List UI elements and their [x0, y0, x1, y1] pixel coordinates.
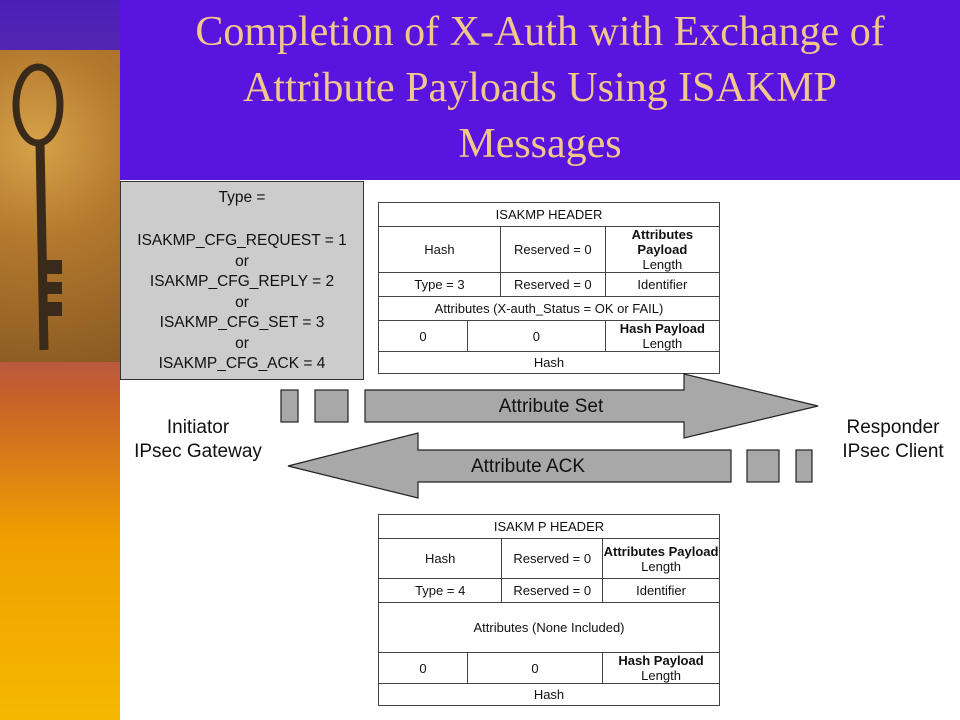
packet-cell: 0 [467, 320, 606, 352]
type-line: Type = [218, 189, 266, 206]
type-line: ISAKMP_CFG_REPLY = 2 [149, 273, 335, 290]
bold-label: Attributes Payload [603, 543, 719, 559]
packet-cell: Reserved = 0 [499, 226, 606, 273]
packet-block [746, 449, 780, 483]
initiator-line-2: IPsec Gateway [134, 441, 262, 462]
type-values-box: Type = ISAKMP_CFG_REQUEST = 1 or ISAKMP_… [120, 181, 364, 380]
packet-cell: Reserved = 0 [501, 578, 604, 603]
packet-block [314, 389, 349, 423]
packet-cell: Hash [377, 538, 503, 579]
packet-cell: Attributes (None Included) [378, 602, 720, 653]
type-line: or [235, 294, 249, 311]
initiator-line-1: Initiator [166, 417, 230, 438]
type-line: ISAKMP_CFG_REQUEST = 1 [137, 232, 347, 249]
packet-block [280, 389, 299, 423]
packet-cell: Identifier [604, 272, 721, 297]
attribute-set-label: Attribute Set [498, 396, 604, 417]
cell-text: Length [641, 558, 681, 574]
packet-block [795, 449, 813, 483]
type-line: or [235, 335, 249, 352]
packet-cell: Hash [378, 226, 501, 273]
packet-cell: 0 [466, 652, 604, 684]
key-icon [12, 63, 64, 351]
packet-header: ISAKM P HEADER [378, 514, 720, 539]
packet-cell: Reserved = 0 [501, 538, 604, 579]
responder-line-1: Responder [846, 417, 940, 438]
bold-label: Hash Payload [619, 321, 705, 336]
packet-cell: Type = 4 [377, 578, 503, 603]
packet-cell: Reserved = 0 [499, 272, 606, 297]
initiator-label: Initiator IPsec Gateway [118, 416, 278, 464]
bold-label: Attributes Payload [631, 227, 694, 257]
packet-cell: Identifier [602, 578, 720, 603]
packet-cell: 0 [378, 320, 468, 352]
title-line-2: Attribute Payloads Using ISAKMP [243, 65, 837, 111]
packet-header: ISAKMP HEADER [378, 202, 720, 227]
packet-cell: Attributes (X-auth_Status = OK or FAIL) [378, 296, 720, 321]
type-line: ISAKMP_CFG_ACK = 4 [158, 355, 326, 372]
bold-label: Hash Payload [618, 653, 704, 668]
bottom-isakmp-packet: ISAKM P HEADER Hash Reserved = 0 Attribu… [377, 514, 720, 706]
packet-cell: 0 [378, 652, 468, 684]
packet-cell: Hash Payload Length [604, 320, 721, 352]
packet-cell: Type = 3 [378, 272, 501, 297]
slide-title: Completion of X-Auth with Exchange of At… [120, 4, 960, 172]
packet-cell: Hash Payload Length [602, 652, 720, 684]
title-line-3: Messages [458, 121, 622, 167]
top-isakmp-packet: ISAKMP HEADER Hash Reserved = 0 Attribut… [378, 202, 721, 374]
cell-text: Length [641, 668, 681, 683]
key-photo [0, 50, 120, 362]
title-line-1: Completion of X-Auth with Exchange of [195, 9, 885, 55]
attribute-ack-label: Attribute ACK [470, 456, 586, 477]
type-line: ISAKMP_CFG_SET = 3 [159, 314, 325, 331]
cell-text: Length [642, 336, 683, 351]
packet-cell: Hash [378, 351, 720, 374]
title-bar [120, 0, 960, 180]
cell-text: Length [642, 257, 683, 272]
responder-line-2: IPsec Client [842, 441, 944, 462]
packet-cell: Hash [378, 683, 720, 706]
responder-label: Responder IPsec Client [826, 416, 960, 464]
type-line: or [235, 253, 249, 270]
